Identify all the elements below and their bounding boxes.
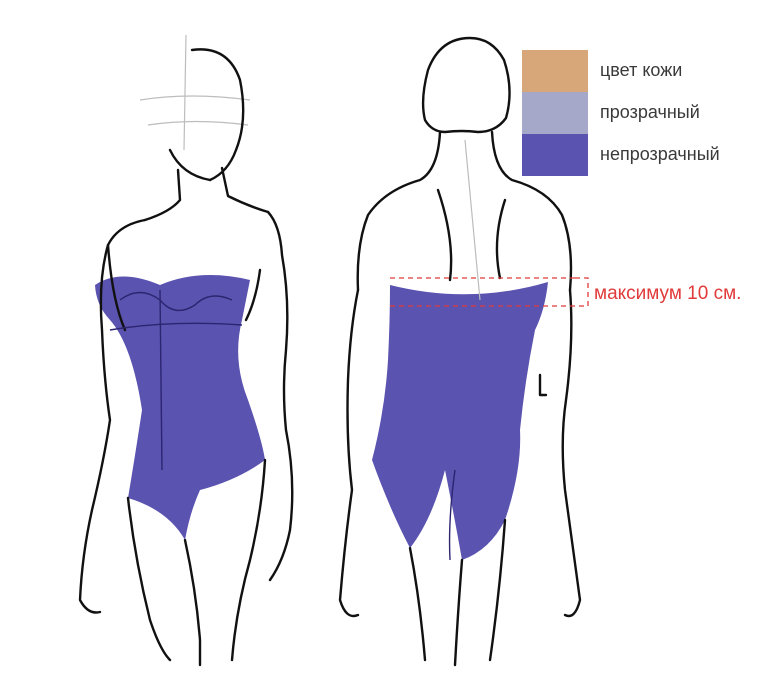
legend: цвет кожи прозрачный непрозрачный <box>522 50 772 176</box>
legend-item-skin: цвет кожи <box>522 50 772 92</box>
legend-item-opaque: непрозрачный <box>522 134 772 176</box>
legend-label-opaque: непрозрачный <box>600 144 720 165</box>
front-figure <box>80 35 292 665</box>
legend-label-skin: цвет кожи <box>600 60 682 81</box>
max-height-label: максимум 10 см. <box>594 283 741 305</box>
back-swimsuit <box>372 282 548 560</box>
legend-item-transparent: прозрачный <box>522 92 772 134</box>
legend-swatch-transparent <box>522 92 588 134</box>
legend-label-transparent: прозрачный <box>600 102 700 123</box>
legend-swatch-opaque <box>522 134 588 176</box>
legend-swatch-skin <box>522 50 588 92</box>
